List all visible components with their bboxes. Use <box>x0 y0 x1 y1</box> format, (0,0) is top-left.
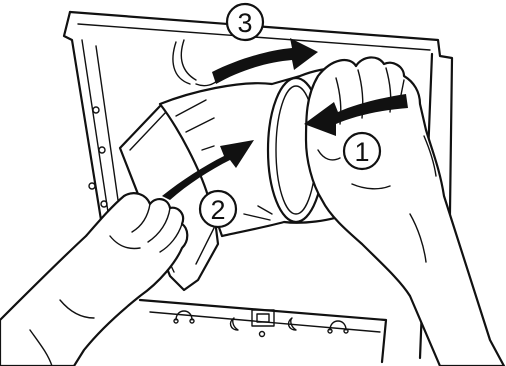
knob-icon <box>260 332 265 337</box>
button-icon <box>252 310 274 326</box>
left-hand <box>0 193 187 366</box>
step-badge-1: 1 <box>344 133 380 169</box>
step-number-3: 3 <box>237 8 252 38</box>
step-badge-2: 2 <box>200 191 236 227</box>
step-number-2: 2 <box>210 195 225 225</box>
step-number-1: 1 <box>354 137 369 167</box>
step-badge-3: 3 <box>227 4 263 40</box>
